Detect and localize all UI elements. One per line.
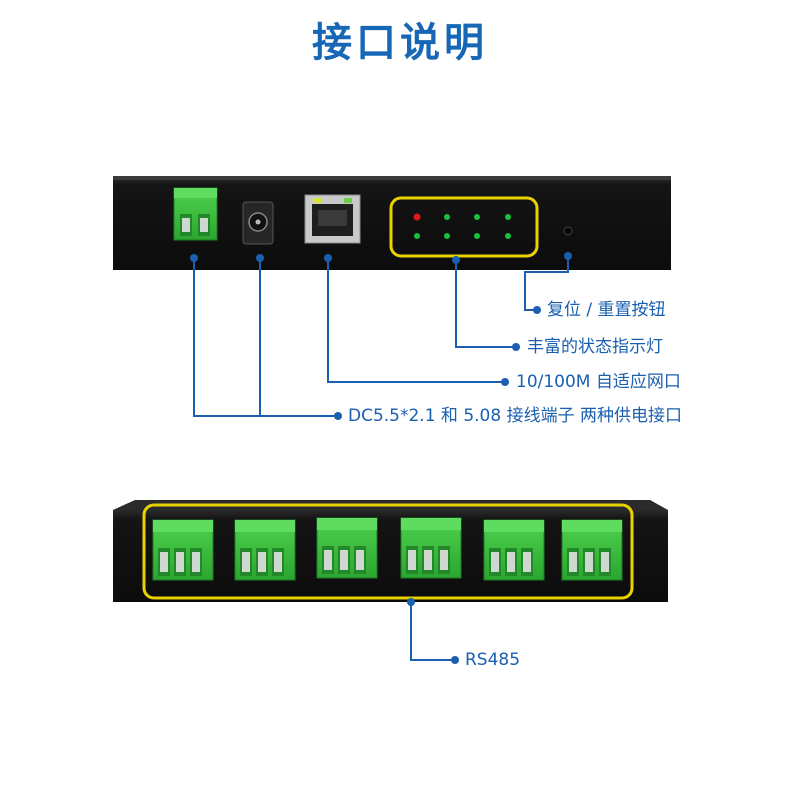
- status-led-highlight: [389, 196, 539, 258]
- reset-pinhole: [563, 226, 573, 236]
- reset-button-label: 复位 / 重置按钮: [547, 300, 666, 320]
- rs485-terminal: [561, 519, 623, 581]
- front-callout-dots: [190, 252, 572, 420]
- status-leds: [413, 213, 511, 239]
- rs485-terminal: [483, 519, 545, 581]
- rs485-highlight: [142, 503, 634, 600]
- rs485-terminal: [316, 517, 378, 579]
- status-leds-label: 丰富的状态指示灯: [527, 337, 663, 357]
- page-title: 接口说明: [312, 20, 488, 66]
- front-panel: [113, 176, 671, 270]
- ethernet-port-label: 10/100M 自适应网口: [516, 372, 681, 392]
- rear-panel: [113, 500, 668, 602]
- rs485-terminal: [234, 519, 296, 581]
- dc-jack: [242, 201, 274, 245]
- power-input-label: DC5.5*2.1 和 5.08 接线端子 两种供电接口: [348, 406, 682, 426]
- power-terminal-block: [173, 187, 218, 241]
- rear-callout: [407, 598, 459, 664]
- rs485-label: RS485: [465, 650, 521, 670]
- front-callout-lines: [193, 256, 569, 417]
- led-red: [413, 213, 421, 221]
- rs485-terminal: [152, 519, 214, 581]
- ethernet-jack: [304, 194, 361, 244]
- rs485-terminal: [400, 517, 462, 579]
